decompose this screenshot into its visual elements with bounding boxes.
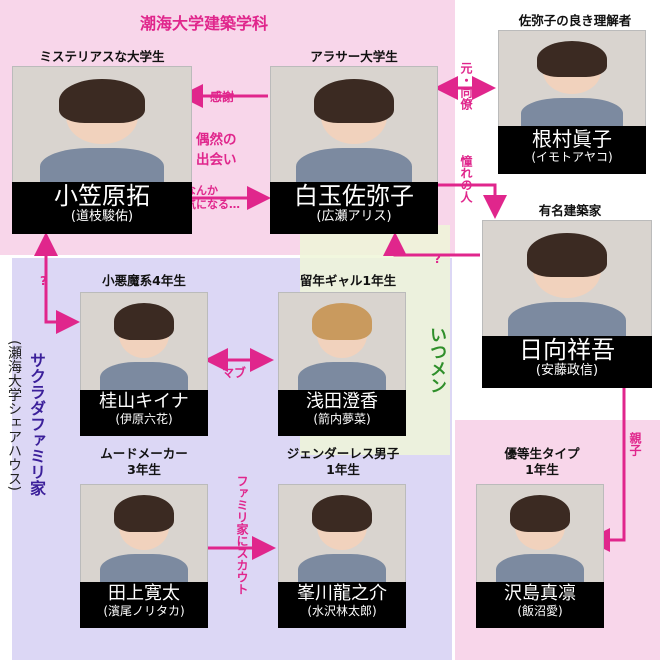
photo-shiratama [270, 66, 438, 184]
actor-shiratama: (広瀬アリス) [316, 209, 392, 225]
arrow-q1 [44, 240, 80, 334]
label-nanka: なんか 気になる… [185, 184, 240, 212]
name-sawashima: 沢島真凛 [504, 583, 576, 604]
label-q1: ? [40, 274, 47, 288]
name-minekawa: 峯川龍之介 [297, 583, 387, 604]
namebox-shiratama: 白玉佐弥子 (広瀬アリス) [270, 182, 438, 234]
role-nemura: 佐弥子の良き理解者 [518, 13, 632, 28]
namebox-minekawa: 峯川龍之介 (水沢林太郎) [278, 582, 406, 628]
name-asada: 浅田澄香 [306, 391, 378, 412]
namebox-tagami: 田上寛太 (濱尾ノリタカ) [80, 582, 208, 628]
namebox-sawashima: 沢島真凛 (飯沼愛) [476, 582, 604, 628]
role-katsurayama: 小悪魔系4年生 [102, 273, 186, 288]
photo-nemura [498, 30, 646, 128]
photo-asada [278, 292, 406, 392]
label-oyako: 親子 [628, 432, 642, 456]
actor-asada: (箭内夢菜) [313, 411, 371, 426]
actor-katsurayama: (伊原六花) [115, 411, 173, 426]
university-title: 潮海大学建築学科 [140, 14, 269, 33]
namebox-nemura: 根村眞子 (イモトアヤコ) [498, 126, 646, 174]
photo-hinata [482, 220, 652, 338]
itsumen-title: いつメン [426, 326, 446, 394]
photo-sawashima [476, 484, 604, 584]
label-moto: 元・同僚 [459, 62, 473, 110]
name-tagami: 田上寛太 [108, 583, 180, 604]
photo-tagami [80, 484, 208, 584]
namebox-asada: 浅田澄香 (箭内夢菜) [278, 390, 406, 436]
role-tagami: ムードメーカー 3年生 [100, 446, 188, 478]
sharehouse-subtitle: (瀬海大学シェアハウス) [6, 340, 22, 491]
label-q2: ? [434, 252, 441, 266]
actor-sawashima: (飯沼愛) [517, 603, 563, 618]
actor-hinata: (安藤政信) [535, 363, 599, 379]
role-asada: 留年ギャル1年生 [299, 273, 397, 288]
actor-tagami: (濱尾ノリタカ) [103, 603, 185, 618]
sharehouse-title: サクラダファミリ家 [27, 352, 46, 496]
actor-minekawa: (水沢林太郎) [307, 603, 377, 618]
namebox-ogasawara: 小笠原拓 (道枝駿佑) [12, 182, 192, 234]
name-hinata: 日向祥吾 [519, 336, 615, 364]
arrow-akogare [438, 183, 507, 219]
actor-nemura: (イモトアヤコ) [531, 150, 613, 164]
label-guzen: 偶然の 出会い [196, 132, 237, 168]
photo-ogasawara [12, 66, 192, 184]
label-mabu: マブ [222, 366, 247, 380]
label-scout: ファミリ家にスカウト [235, 475, 249, 595]
photo-minekawa [278, 484, 406, 584]
actor-ogasawara: (道枝駿佑) [70, 209, 134, 225]
role-shiratama: アラサー大学生 [310, 49, 398, 64]
arrow-q2 [383, 232, 480, 257]
photo-katsurayama [80, 292, 208, 392]
role-sawashima: 優等生タイプ 1年生 [504, 446, 580, 478]
role-ogasawara: ミステリアスな大学生 [39, 49, 165, 64]
namebox-katsurayama: 桂山キイナ (伊原六花) [80, 390, 208, 436]
name-katsurayama: 桂山キイナ [99, 391, 189, 412]
name-nemura: 根村眞子 [532, 127, 612, 151]
role-minekawa: ジェンダーレス男子 1年生 [286, 446, 400, 478]
name-shiratama: 白玉佐弥子 [294, 182, 414, 210]
role-hinata: 有名建築家 [538, 203, 602, 218]
label-kansha: 感謝 [210, 90, 235, 104]
name-ogasawara: 小笠原拓 [54, 182, 150, 210]
namebox-hinata: 日向祥吾 (安藤政信) [482, 336, 652, 388]
label-akogare: 憧れの人 [459, 155, 473, 203]
